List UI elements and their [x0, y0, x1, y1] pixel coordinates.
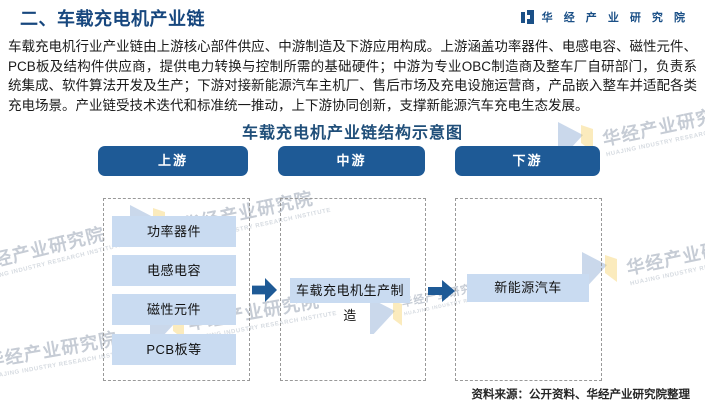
upstream-item-inductors-capacitors: 电感电容 — [112, 255, 236, 286]
midstream-group-box — [280, 198, 426, 381]
column-header-midstream: 中游 — [278, 146, 425, 176]
brand-name: 华 经 产 业 研 究 院 — [541, 12, 689, 24]
intro-paragraph: 车载充电机行业产业链由上游核心部件供应、中游制造及下游应用构成。上游涵盖功率器件… — [8, 39, 697, 113]
data-source-note: 资料来源：公开资料、华经产业研究院整理 — [471, 389, 691, 400]
page-title: 二、车载充电机产业链 — [20, 9, 205, 29]
upstream-item-pcb: PCB板等 — [112, 334, 236, 365]
downstream-group-box — [455, 198, 602, 381]
upstream-group-box — [103, 198, 250, 381]
upstream-item-power-devices: 功率器件 — [112, 216, 236, 247]
column-header-upstream: 上游 — [98, 146, 248, 176]
brand-lockup: 华 经 产 业 研 究 院 — [520, 9, 689, 25]
flow-arrow-icon — [428, 280, 455, 302]
watermark: 华经产业研究院 HUAJING INDUSTRY RESEARCH INSTIT… — [624, 231, 705, 288]
brand-logo-icon — [520, 10, 534, 24]
column-header-downstream: 下游 — [455, 146, 600, 176]
flow-arrow-icon — [252, 278, 277, 302]
downstream-item-nev: 新能源汽车 — [467, 274, 589, 302]
diagram-title: 车载充电机产业链结构示意图 — [241, 125, 463, 142]
upstream-item-magnetic-components: 磁性元件 — [112, 294, 236, 325]
midstream-item-obc-manufacturing: 车载充电机生产制造 — [290, 278, 410, 323]
